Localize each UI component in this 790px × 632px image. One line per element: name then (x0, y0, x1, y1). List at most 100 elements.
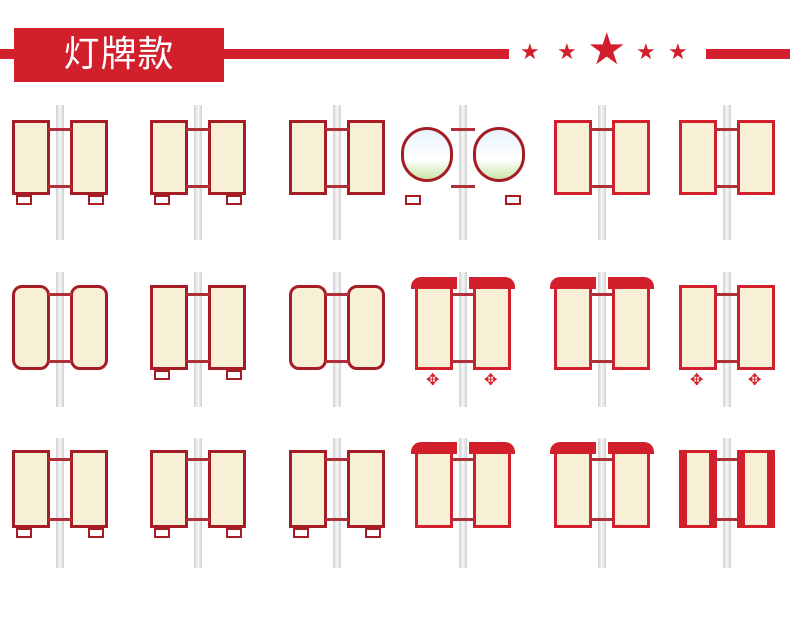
bracket-arm (325, 185, 349, 188)
sign-panel (347, 285, 385, 370)
bracket-arm (48, 518, 72, 521)
lattice-ornament (226, 528, 242, 538)
bracket-arm (186, 128, 210, 131)
sign-panel (415, 450, 453, 528)
pole (723, 438, 731, 568)
bracket-arm (325, 458, 349, 461)
pole (333, 105, 341, 240)
lattice-ornament (226, 370, 242, 380)
sign-panel (347, 120, 385, 195)
flag-top (469, 277, 515, 289)
lattice-ornament (88, 528, 104, 538)
sign-panel (679, 120, 717, 195)
bracket-arm (590, 458, 614, 461)
product-round-lattice-printed (401, 105, 525, 240)
pole (333, 438, 341, 568)
bracket-arm (186, 293, 210, 296)
chinese-knot-icon: ✥ (748, 370, 762, 389)
sign-panel (612, 450, 650, 528)
sign-panel (401, 127, 453, 182)
bracket-arm (715, 128, 739, 131)
product-red-side-text (667, 438, 787, 568)
product-rounded-octagon (0, 272, 120, 407)
sign-panel (12, 120, 50, 195)
pole (723, 272, 731, 407)
flag-top (469, 442, 515, 454)
bracket-arm (451, 185, 475, 188)
bracket-arm (451, 128, 475, 131)
lattice-ornament (16, 528, 32, 538)
sign-panel (208, 120, 246, 195)
pole (56, 438, 64, 568)
sign-panel (150, 120, 188, 195)
bracket-arm (48, 185, 72, 188)
product-chinese-knot: ✥✥ (667, 272, 787, 407)
pole (194, 438, 202, 568)
star-icon: ★ (668, 40, 688, 65)
product-lattice-border (0, 438, 120, 568)
flag-top (411, 442, 457, 454)
sign-panel (554, 450, 592, 528)
header-rule (0, 49, 14, 59)
bracket-arm (186, 458, 210, 461)
bracket-arm (325, 128, 349, 131)
chinese-knot-icon: ✥ (484, 370, 498, 389)
sign-panel (679, 450, 717, 528)
lattice-ornament (154, 195, 170, 205)
bracket-arm (451, 360, 475, 363)
bracket-arm (325, 360, 349, 363)
sign-panel (289, 120, 327, 195)
bracket-arm (48, 128, 72, 131)
lattice-ornament (154, 370, 170, 380)
product-corner-lattice (138, 272, 258, 407)
section-title: 灯牌款 (14, 28, 224, 82)
sign-panel (150, 450, 188, 528)
sign-panel (554, 120, 592, 195)
sign-panel (12, 450, 50, 528)
pole (56, 105, 64, 240)
sign-panel (208, 285, 246, 370)
product-diagonal-frame (542, 105, 662, 240)
sign-panel (289, 450, 327, 528)
lattice-ornament (365, 528, 381, 538)
bracket-arm (48, 458, 72, 461)
product-classic-roof (0, 105, 120, 240)
sign-panel (347, 450, 385, 528)
chinese-knot-icon: ✥ (690, 370, 704, 389)
header-rule (706, 49, 790, 59)
product-meander-top-bottom (138, 438, 258, 568)
bracket-arm (186, 185, 210, 188)
sign-panel (473, 450, 511, 528)
chinese-knot-icon: ✥ (426, 370, 440, 389)
sign-panel (473, 127, 525, 182)
product-bracket-frame (667, 105, 787, 240)
bracket-arm (186, 518, 210, 521)
sign-panel (289, 285, 327, 370)
sign-panel (70, 285, 108, 370)
bracket-arm (590, 293, 614, 296)
product-wave-flag (403, 438, 523, 568)
star-icon: ★ (520, 40, 540, 65)
sign-panel (208, 450, 246, 528)
product-wing-top (542, 272, 662, 407)
product-ribbon-top (542, 438, 662, 568)
star-icon-large: ★ (587, 24, 627, 75)
lattice-ornament (293, 528, 309, 538)
bracket-arm (715, 293, 739, 296)
bracket-arm (715, 185, 739, 188)
pole (194, 105, 202, 240)
flag-top (608, 277, 654, 289)
bracket-arm (715, 518, 739, 521)
bracket-arm (715, 360, 739, 363)
bracket-arm (186, 360, 210, 363)
lattice-ornament (226, 195, 242, 205)
product-octagon (277, 272, 397, 407)
bracket-arm (590, 518, 614, 521)
bracket-arm (590, 360, 614, 363)
pole (459, 438, 467, 568)
product-lattice-corner (138, 105, 258, 240)
flag-top (550, 277, 596, 289)
header-rule (224, 49, 509, 59)
pole (459, 105, 467, 240)
